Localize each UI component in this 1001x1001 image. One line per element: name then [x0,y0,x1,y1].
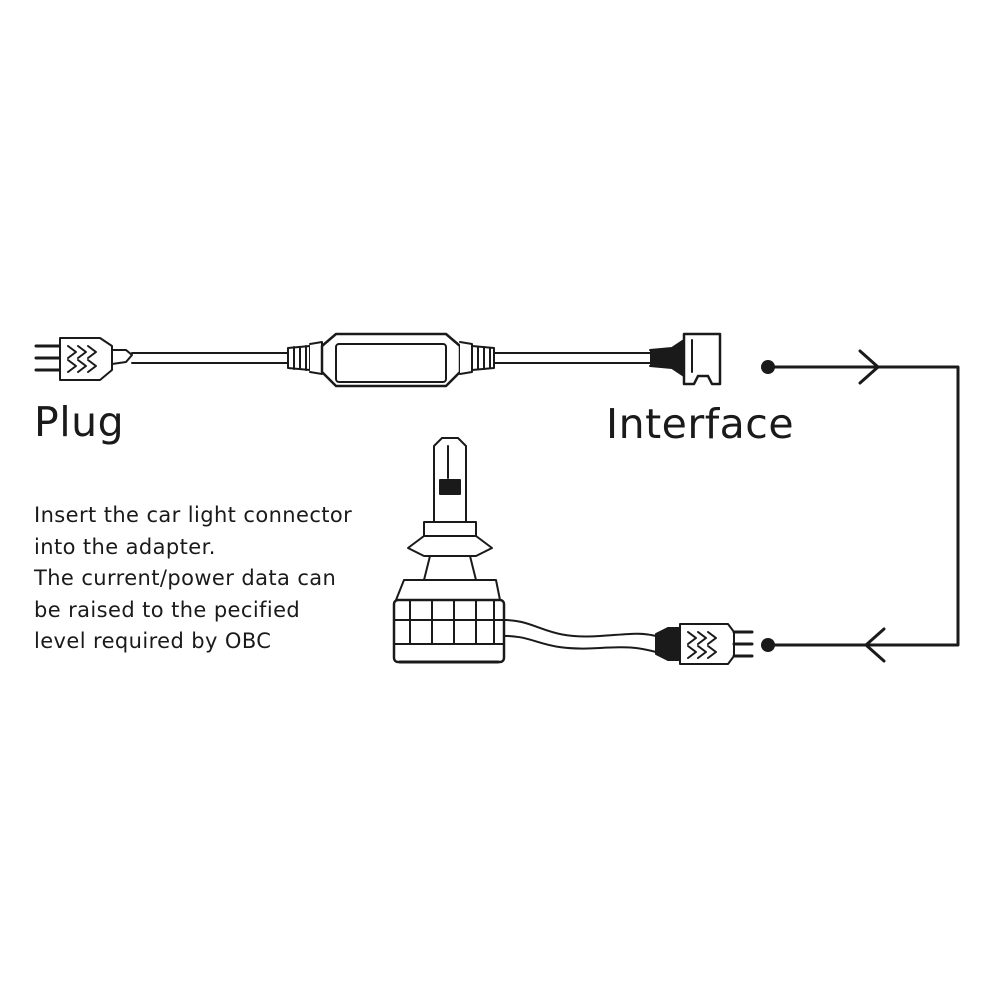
plug-connector-icon [34,337,133,381]
bulb-cable [495,618,657,653]
led-headlight-bulb-icon [392,437,506,664]
cable-right [493,339,685,377]
strain-relief-right [459,341,495,375]
instruction-line: The current/power data can [34,566,337,590]
decoder-box-icon [320,332,462,388]
instruction-line: level required by OBC [34,629,272,653]
interface-socket-icon [682,332,722,386]
connection-flow [761,349,960,663]
plug-label: Plug [34,398,125,446]
instruction-line: into the adapter. [34,534,216,559]
interface-label: Interface [606,400,795,448]
cable-left [131,352,289,364]
arrow-head-icon [858,349,880,385]
strain-relief-left [287,341,323,375]
connection-loop-line [766,365,960,647]
arrow-head-icon [864,627,886,663]
instruction-line: Insert the car light connector [34,503,353,527]
instruction-line: be raised to the pecified [34,597,301,622]
instruction-text: Insert the car light connector into the … [34,500,352,658]
bulb-connector-icon [655,623,754,665]
